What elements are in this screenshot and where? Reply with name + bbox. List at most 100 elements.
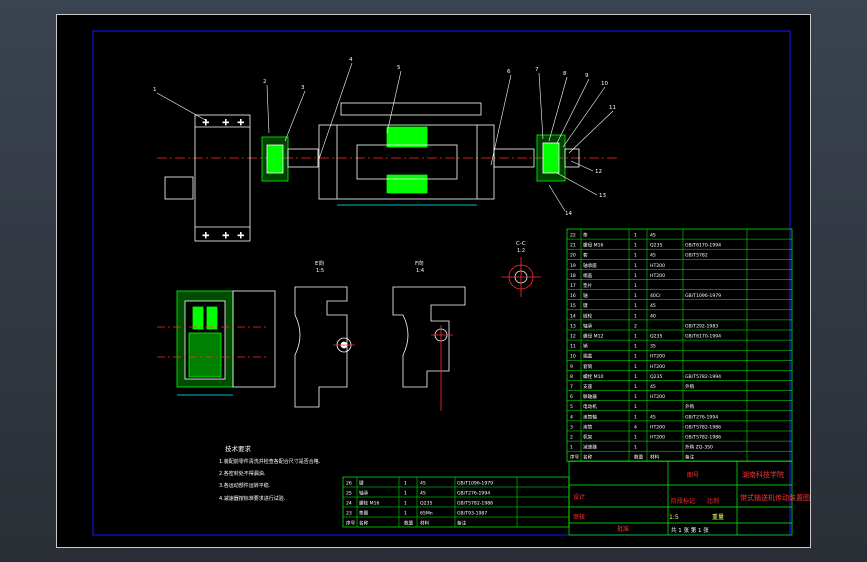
weight-label: 重量 [712,513,724,521]
bom-cell-name: 电动机 [583,403,597,410]
bom-cell-material: 45 [650,253,656,259]
bom-cell-material: 35 [650,344,656,350]
designer-label: 设计 [573,493,585,501]
bom-cell-no: 11 [570,344,576,350]
lower-bom-cell-std: GB/T276-1994 [457,491,490,497]
bom-cell-name: 轴承座 [583,262,597,269]
notes-heading: 技术要求 [225,444,252,453]
bom-cell-std: GB/T5782-1986 [685,424,721,430]
bom-cell-no: 16 [570,293,576,299]
lower-bom-cell-name: 键 [359,480,364,487]
svg-text:+: + [222,231,230,241]
side-view [157,290,276,396]
bom-cell-name: 垫片 [583,282,593,289]
bom-cell-qty: 1 [634,435,637,441]
lower-bom-cell-std: GB/T5782-1986 [457,501,493,507]
bom-cell-qty: 1 [634,414,637,420]
svg-text:+: + [202,231,210,241]
drawing-viewport[interactable]: + + + + + + [56,14,811,548]
bom-cell-qty: 1 [634,313,637,319]
note-line-4: 4.减速器按标准要求进行试验. [219,495,286,502]
callout-label-4: 4 [349,57,353,63]
bom-cell-material: HT200 [650,424,665,430]
bom-cell-qty: 4 [634,424,637,430]
bom-cell-std: GB/T5782-1986 [685,435,721,441]
svg-text:+: + [237,231,245,241]
view-c-scale: 1:2 [517,248,525,254]
callout-label-3: 3 [301,85,305,91]
view-c [501,257,541,297]
view-f-label: F向 [415,259,424,267]
bom-cell-qty: 1 [634,303,637,309]
bom-cell-material: HT200 [650,263,665,269]
bom-cell-material: HT200 [650,364,665,370]
bom-cell-std: 外购 ZQ-350 [685,444,713,451]
bom-cell-name: 机架 [583,434,593,441]
lower-bom-cell-qty: 1 [404,501,407,507]
bom-cell-no: 12 [570,334,576,340]
bom-cell-name: 垫 [583,232,588,239]
bom-cell-std: GB/T5782 [685,253,708,259]
view-e-scale: 1:5 [316,268,324,274]
bom-cell-name: 轴 [583,292,588,299]
bom-cell-std: GB/T5782-1994 [685,374,721,380]
bom-header-std: 备注 [685,454,695,461]
bom-cell-material: 40Cr [650,293,661,299]
bom-cell-qty: 1 [634,293,637,299]
scale-label: 比例 [707,497,719,505]
bom-cell-no: 6 [570,394,573,400]
bom-frame [566,228,793,462]
bom-cell-no: 17 [570,283,576,289]
bom-cell-name: 链轮 [583,312,593,319]
approve-label: 批准 [617,525,629,533]
bom-cell-qty: 1 [634,253,637,259]
lower-bom-cell-no: 25 [346,491,352,497]
callouts [156,62,614,212]
bom-cell-no: 7 [570,384,573,390]
bom-cell-name: 套 [583,252,588,259]
bom-cell-qty: 1 [634,273,637,279]
callout-label-8: 8 [563,71,567,77]
lower-bom-cell-qty: 1 [404,511,407,517]
bom-cell-name: 键 [583,302,588,309]
bom-cell-no: 15 [570,303,576,309]
bom-cell-no: 2 [570,435,573,441]
bom-cell-qty: 1 [634,404,637,410]
note-line-3: 3.各运动部件运转平稳. [219,482,271,489]
svg-text:+: + [222,118,230,128]
assembly-drawing: + + + + + + [92,30,810,536]
lower-bom-header-no: 序号 [346,520,356,527]
bom-cell-std: GB/T292-1983 [685,323,718,329]
callout-label-1: 1 [153,87,157,93]
bom-cell-std: GB/T6170-1994 [685,243,721,249]
bom-cell-no: 1 [570,445,573,451]
callout-label-6: 6 [507,69,511,75]
school-name: 湖南科技学院 [742,470,784,479]
bom-cell-material: HT200 [650,435,665,441]
checker-label: 审核 [573,513,585,521]
bom-cell-no: 3 [570,424,573,430]
callout-label-9: 9 [585,73,589,79]
bom-cell-material: Q235 [650,243,662,249]
bom-cell-name: 端盖 [583,272,593,279]
bom-cell-no: 19 [570,263,576,269]
bom-cell-name: 减速器 [583,444,597,451]
bom-cell-no: 9 [570,364,573,370]
bom-cell-qty: 1 [634,344,637,350]
lower-bom-cell-no: 26 [346,481,352,487]
svg-text:+: + [237,118,245,128]
bom-cell-no: 5 [570,404,573,410]
bom-cell-material: 40 [650,313,656,319]
lower-bom-header-material: 材料 [420,520,430,527]
sheet-label: 共 1 张 第 1 张 [671,526,709,534]
note-line-2: 2.各密封处不得漏油. [219,470,266,477]
drawing-title: 带式输送机传动装置图 [740,493,810,502]
drawing-border [92,30,791,536]
callout-label-2: 2 [263,79,267,85]
lower-bom-cell-no: 23 [346,511,352,517]
bom-cell-name: 轴承 [583,322,593,329]
bom-cell-material: Q235 [650,374,662,380]
bom-cell-name: 螺母 M16 [583,242,604,249]
bom-cell-material: 45 [650,303,656,309]
callout-label-7: 7 [535,67,539,73]
